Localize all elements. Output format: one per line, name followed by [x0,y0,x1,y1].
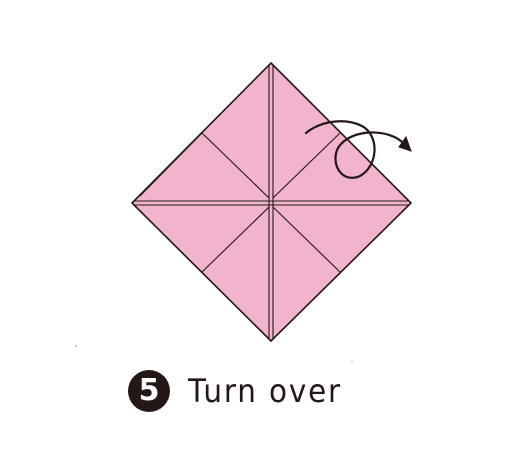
fold-line-lower-left [201,206,270,273]
fold-line-upper-right [272,132,341,199]
speck [75,345,77,347]
fold-line-mid-upper-left [139,132,203,197]
fold-line-upper-left [201,132,270,199]
step-instruction: Turn over [188,372,342,410]
step-caption: 5 Turn over [128,368,355,414]
fold-line-lower-right [272,206,341,273]
paper-diamond [130,61,413,343]
step-number-badge: 5 [128,370,170,412]
fold-lines [134,65,409,339]
speck [351,360,353,362]
turn-over-arrow-icon [304,120,412,179]
